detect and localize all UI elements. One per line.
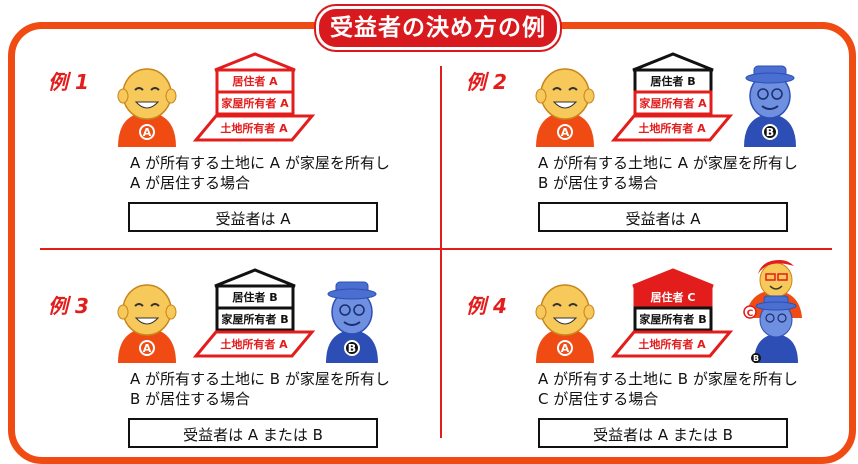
svg-text:居住者 B: 居住者 B xyxy=(232,290,277,304)
divider-vertical xyxy=(440,66,442,438)
house-icon: 居住者 C 家屋所有者 B 土地所有者 A xyxy=(610,268,734,358)
person-a-icon: A xyxy=(117,284,177,363)
person-a-icon: A xyxy=(535,68,595,147)
svg-text:家屋所有者 A: 家屋所有者 A xyxy=(639,96,707,110)
person-b-icon: B xyxy=(744,65,796,147)
example-2-scene: A 居住者 B 家屋所有者 A 土地所有者 A B xyxy=(518,52,838,147)
example-3-scene: A 居住者 B 家屋所有者 B 土地所有者 A B xyxy=(100,268,420,363)
house-icon: 居住者 B 家屋所有者 B 土地所有者 A xyxy=(192,268,316,358)
example-3-label: 例 3 xyxy=(48,294,89,318)
example-4-result: 受益者は A または B xyxy=(538,418,788,448)
example-2-result: 受益者は A xyxy=(538,202,788,232)
svg-text:土地所有者 A: 土地所有者 A xyxy=(638,121,706,135)
example-4-label: 例 4 xyxy=(466,294,507,318)
svg-text:C: C xyxy=(747,309,754,319)
svg-text:A: A xyxy=(561,126,570,139)
example-2-label: 例 2 xyxy=(466,70,507,94)
example-1-scene: A 居住者 A 家屋所有者 A 土地所有者 A xyxy=(100,52,420,147)
person-a-icon: A xyxy=(117,68,177,147)
svg-text:土地所有者 A: 土地所有者 A xyxy=(638,337,706,351)
example-3-description: A が所有する土地に B が家屋を所有し B が居住する場合 xyxy=(130,370,390,408)
divider-horizontal xyxy=(40,248,832,250)
svg-text:A: A xyxy=(561,342,570,355)
example-4-description: A が所有する土地に B が家屋を所有し C が居住する場合 xyxy=(538,370,798,408)
svg-text:土地所有者 A: 土地所有者 A xyxy=(220,337,288,351)
person-b-icon: B xyxy=(326,281,378,363)
example-4-scene: A 居住者 C 家屋所有者 B 土地所有者 A C xyxy=(518,258,838,363)
svg-text:A: A xyxy=(143,342,152,355)
svg-text:B: B xyxy=(753,354,759,363)
svg-text:B: B xyxy=(766,126,774,139)
svg-text:居住者 B: 居住者 B xyxy=(650,74,695,88)
svg-text:A: A xyxy=(143,126,152,139)
svg-text:B: B xyxy=(348,342,356,355)
example-2-description: A が所有する土地に A が家屋を所有し B が居住する場合 xyxy=(538,154,798,192)
svg-text:居住者 C: 居住者 C xyxy=(651,290,696,304)
example-1-description: A が所有する土地に A が家屋を所有し A が居住する場合 xyxy=(130,154,390,192)
example-1-label: 例 1 xyxy=(48,70,89,94)
house-icon: 居住者 B 家屋所有者 A 土地所有者 A xyxy=(610,52,734,142)
svg-text:家屋所有者 B: 家屋所有者 B xyxy=(221,312,288,326)
person-a-icon: A xyxy=(535,284,595,363)
page-title: 受益者の決め方の例 xyxy=(316,6,560,50)
svg-text:居住者 A: 居住者 A xyxy=(232,74,278,88)
house-icon: 居住者 A 家屋所有者 A 土地所有者 A xyxy=(192,52,316,142)
person-b-icon: B xyxy=(751,295,798,363)
example-3-result: 受益者は A または B xyxy=(128,418,378,448)
example-1-result: 受益者は A xyxy=(128,202,378,232)
svg-text:家屋所有者 B: 家屋所有者 B xyxy=(639,312,706,326)
svg-text:土地所有者 A: 土地所有者 A xyxy=(220,121,288,135)
svg-text:家屋所有者 A: 家屋所有者 A xyxy=(221,96,289,110)
